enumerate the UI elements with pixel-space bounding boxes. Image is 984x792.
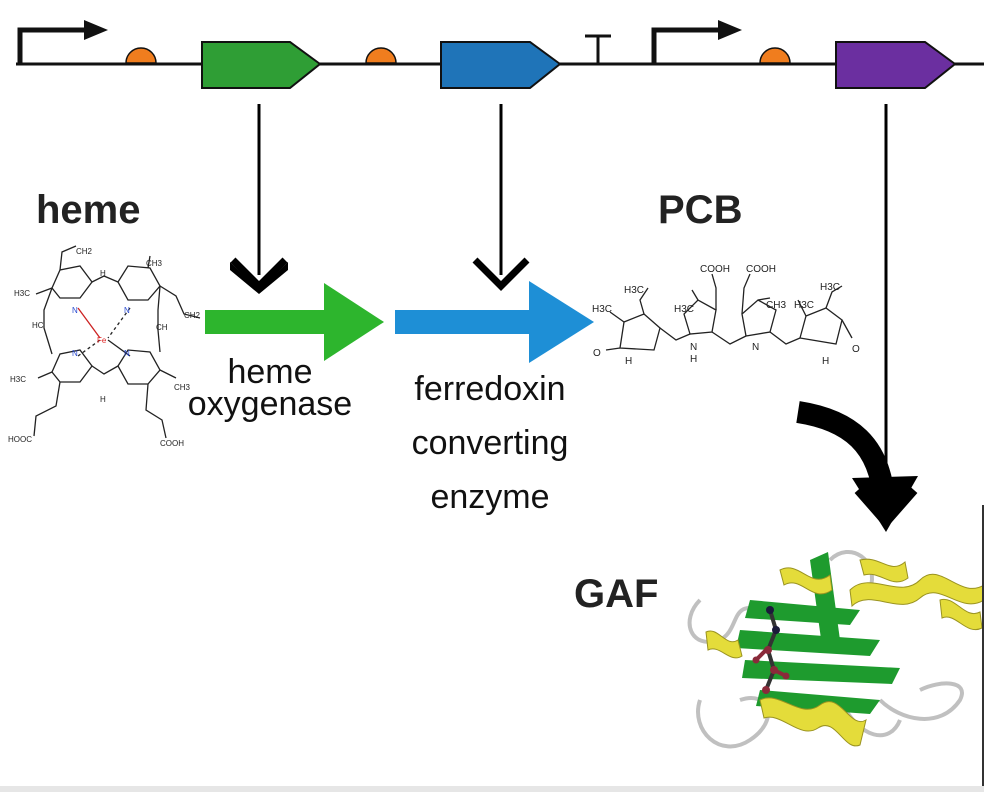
gene-ferredoxin-enzyme — [440, 41, 562, 89]
protein-sheet — [810, 552, 840, 646]
svg-text:H: H — [100, 395, 106, 404]
binding-arrow — [796, 401, 918, 532]
svg-text:H3C: H3C — [624, 285, 644, 296]
ferredoxin-line-3: enzyme — [430, 478, 550, 516]
svg-text:CH2: CH2 — [184, 311, 201, 320]
promoter-icon-1 — [17, 20, 108, 64]
heme-atom-labels: CH2 CH3 H3C CH2 H N N Fe N N HC CH H3C C… — [8, 247, 201, 448]
ferredoxin-enzyme-label: ferredoxin converting enzyme — [395, 362, 585, 524]
terminator-icon — [585, 34, 611, 64]
svg-text:H3C: H3C — [674, 304, 694, 315]
heme-oxygenase-label: heme oxygenase — [185, 353, 355, 423]
bottom-strip — [0, 786, 984, 792]
heme-oxygenase-line-1: heme — [227, 353, 313, 391]
svg-text:CH3: CH3 — [146, 259, 163, 268]
rbs-icon-3 — [759, 47, 791, 64]
svg-text:N: N — [72, 349, 78, 358]
protein-sheet — [736, 630, 880, 656]
svg-text:COOH: COOH — [700, 264, 730, 275]
svg-text:N: N — [72, 306, 78, 315]
svg-text:HOOC: HOOC — [8, 435, 32, 444]
svg-text:HC: HC — [32, 321, 44, 330]
pcb-label: PCB — [658, 188, 743, 232]
svg-text:O: O — [852, 344, 860, 355]
rbs-icon-2 — [365, 47, 397, 64]
protein-loop — [878, 681, 964, 721]
pcb-structure — [605, 273, 853, 351]
protein-sheet — [745, 600, 860, 625]
promoter-icon-2 — [651, 20, 742, 64]
heme-oxygenase-line-2: oxygenase — [187, 385, 353, 423]
reaction-arrow-blue — [395, 281, 594, 363]
protein-helix — [759, 697, 867, 747]
expression-arrow-2 — [472, 104, 530, 291]
svg-text:H3C: H3C — [14, 289, 30, 298]
svg-text:CH2: CH2 — [76, 247, 93, 256]
rbs-icon-1 — [125, 47, 157, 64]
svg-text:H: H — [625, 356, 632, 367]
ferredoxin-line-1: ferredoxin — [414, 370, 566, 408]
svg-text:H3C: H3C — [820, 282, 840, 293]
svg-text:CH: CH — [156, 323, 168, 332]
heme-structure — [33, 245, 201, 439]
protein-helix — [705, 630, 743, 659]
gaf-label: GAF — [574, 572, 659, 616]
svg-text:Fe: Fe — [97, 336, 107, 345]
svg-text:CH3: CH3 — [766, 300, 786, 311]
genetic-circuit — [16, 20, 984, 89]
expression-arrows — [230, 104, 918, 532]
svg-text:N: N — [690, 342, 697, 353]
svg-text:CH3: CH3 — [174, 383, 191, 392]
reaction-arrow-green — [205, 283, 384, 361]
svg-text:O: O — [593, 348, 601, 359]
protein-sheet — [742, 660, 900, 684]
svg-text:COOH: COOH — [160, 439, 184, 448]
svg-text:COOH: COOH — [746, 264, 776, 275]
gene-gaf — [835, 41, 957, 89]
svg-text:H: H — [690, 354, 697, 365]
ferredoxin-line-2: converting — [411, 424, 569, 462]
svg-text:H: H — [822, 356, 829, 367]
protein-helix — [859, 558, 909, 583]
svg-text:H3C: H3C — [794, 300, 814, 311]
pcb-atom-labels: COOH COOH H3C H3C H3C CH3 H3C H3C O O H … — [592, 264, 860, 367]
protein-loop — [828, 549, 874, 591]
protein-helix — [849, 573, 984, 608]
svg-text:N: N — [124, 306, 130, 315]
gaf-protein — [687, 505, 984, 786]
gene-heme-oxygenase — [201, 41, 322, 89]
chromophore-ligand — [752, 606, 790, 694]
svg-text:H3C: H3C — [592, 304, 612, 315]
protein-helix — [779, 567, 833, 595]
svg-text:H: H — [100, 269, 106, 278]
svg-text:N: N — [752, 342, 759, 353]
heme-label: heme — [36, 188, 141, 232]
svg-text:N: N — [124, 349, 130, 358]
protein-helix — [939, 598, 983, 631]
svg-text:H3C: H3C — [10, 375, 26, 384]
expression-arrow-1 — [230, 104, 288, 294]
